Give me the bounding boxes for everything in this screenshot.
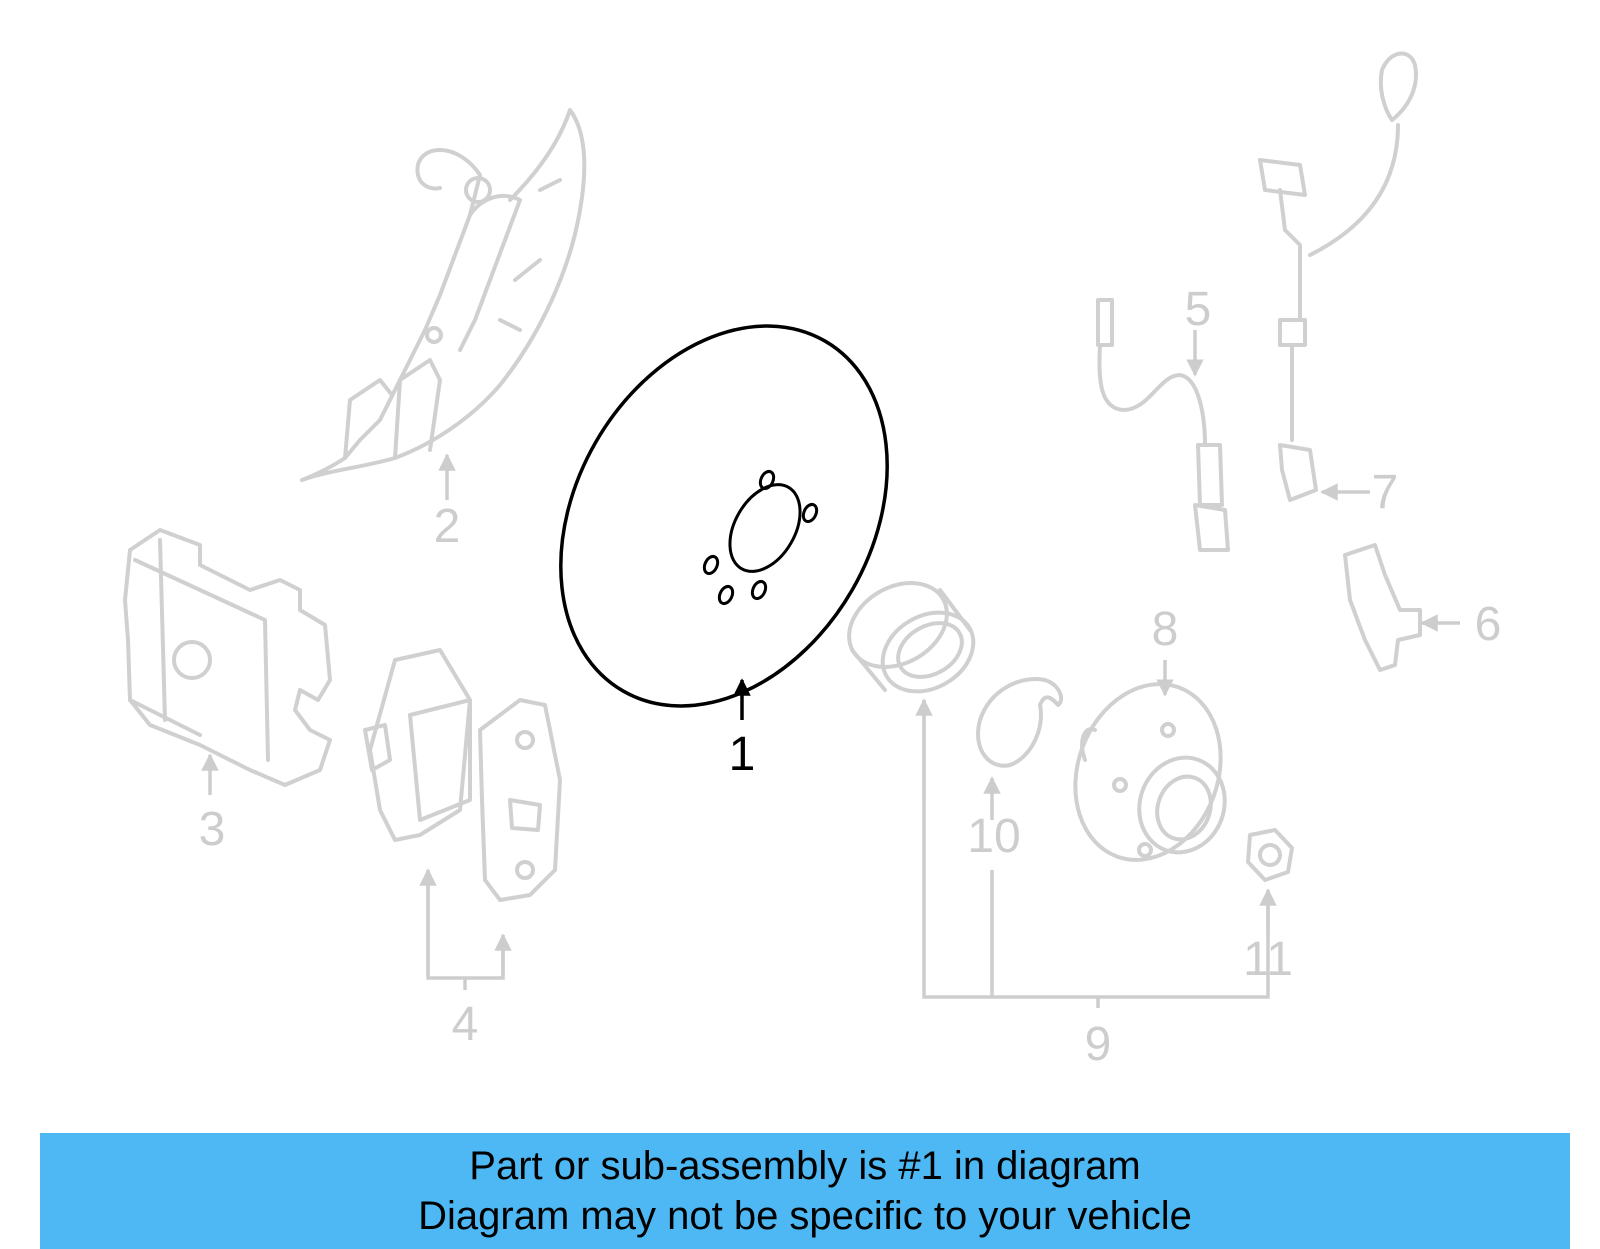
snap-ring-part-10 <box>976 677 1064 768</box>
callout-10: 10 <box>967 810 1020 863</box>
callout-labels: 1 2 3 4 5 6 7 8 9 10 11 <box>199 283 1502 1071</box>
callout-1: 1 <box>729 728 756 781</box>
hub-nut-part-11 <box>1246 828 1294 882</box>
brake-rotor-part-1 <box>559 324 889 708</box>
callout-6: 6 <box>1475 598 1502 651</box>
banner-line-disclaimer: Diagram may not be specific to your vehi… <box>418 1194 1192 1238</box>
callout-2: 2 <box>434 500 461 553</box>
brake-hose-part-5 <box>1096 298 1230 552</box>
banner-line-part: Part or sub-assembly is #1 in diagram <box>469 1144 1141 1188</box>
info-banner: Part or sub-assembly is #1 in diagram Di… <box>40 1133 1570 1249</box>
brake-pads-part-4 <box>363 648 562 902</box>
callout-7: 7 <box>1372 466 1399 519</box>
wheel-bearing <box>847 581 976 694</box>
callout-3: 3 <box>199 803 226 856</box>
abs-sensor-part-6 <box>1343 543 1422 672</box>
splash-shield-part-2 <box>300 108 587 482</box>
callout-4: 4 <box>452 998 479 1051</box>
wear-sensor-part-7 <box>1258 51 1418 502</box>
callout-11: 11 <box>1243 933 1293 986</box>
callout-8: 8 <box>1152 603 1179 656</box>
leader-lines <box>201 330 1460 1008</box>
parts-diagram: 1 2 3 4 5 6 7 8 9 10 11 <box>123 51 1502 1071</box>
wheel-hub-part-8 <box>1073 682 1227 862</box>
callout-5: 5 <box>1185 283 1212 336</box>
callout-9: 9 <box>1085 1018 1112 1071</box>
caliper-part-3 <box>123 528 332 787</box>
